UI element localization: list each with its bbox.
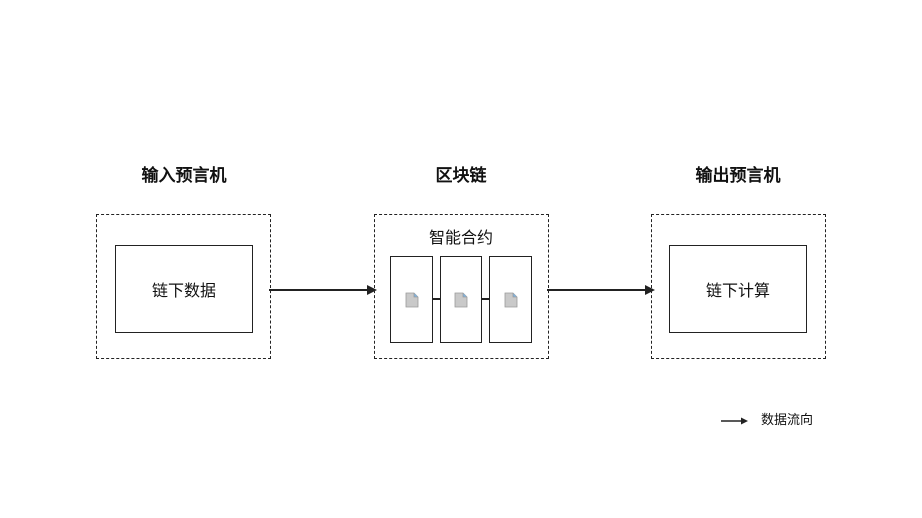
input-oracle-container [96,214,271,359]
blockchain-heading: 区块链 [435,166,487,186]
offchain-data-box: 链下数据 [115,245,253,333]
document-icon [504,292,517,307]
output-oracle-heading: 输出预言机 [695,166,781,186]
block-3 [489,256,532,343]
legend-arrow-icon [721,417,748,425]
output-oracle-container [651,214,826,359]
offchain-compute-box: 链下计算 [669,245,807,333]
offchain-data-label: 链下数据 [151,281,216,300]
legend-label: 数据流向 [761,413,814,428]
block-1 [390,256,433,343]
document-icon [405,292,418,307]
block-link-2 [481,298,490,300]
block-link-1 [432,298,441,300]
document-icon [454,292,468,307]
input-oracle-heading: 输入预言机 [141,166,227,186]
offchain-compute-label: 链下计算 [705,281,770,300]
flow-arrow-chain-to-output [547,285,655,295]
flow-arrow-input-to-chain [269,285,377,295]
smart-contract-label: 智能合约 [428,228,493,247]
block-2 [440,256,482,343]
blockchain-container [374,214,549,359]
